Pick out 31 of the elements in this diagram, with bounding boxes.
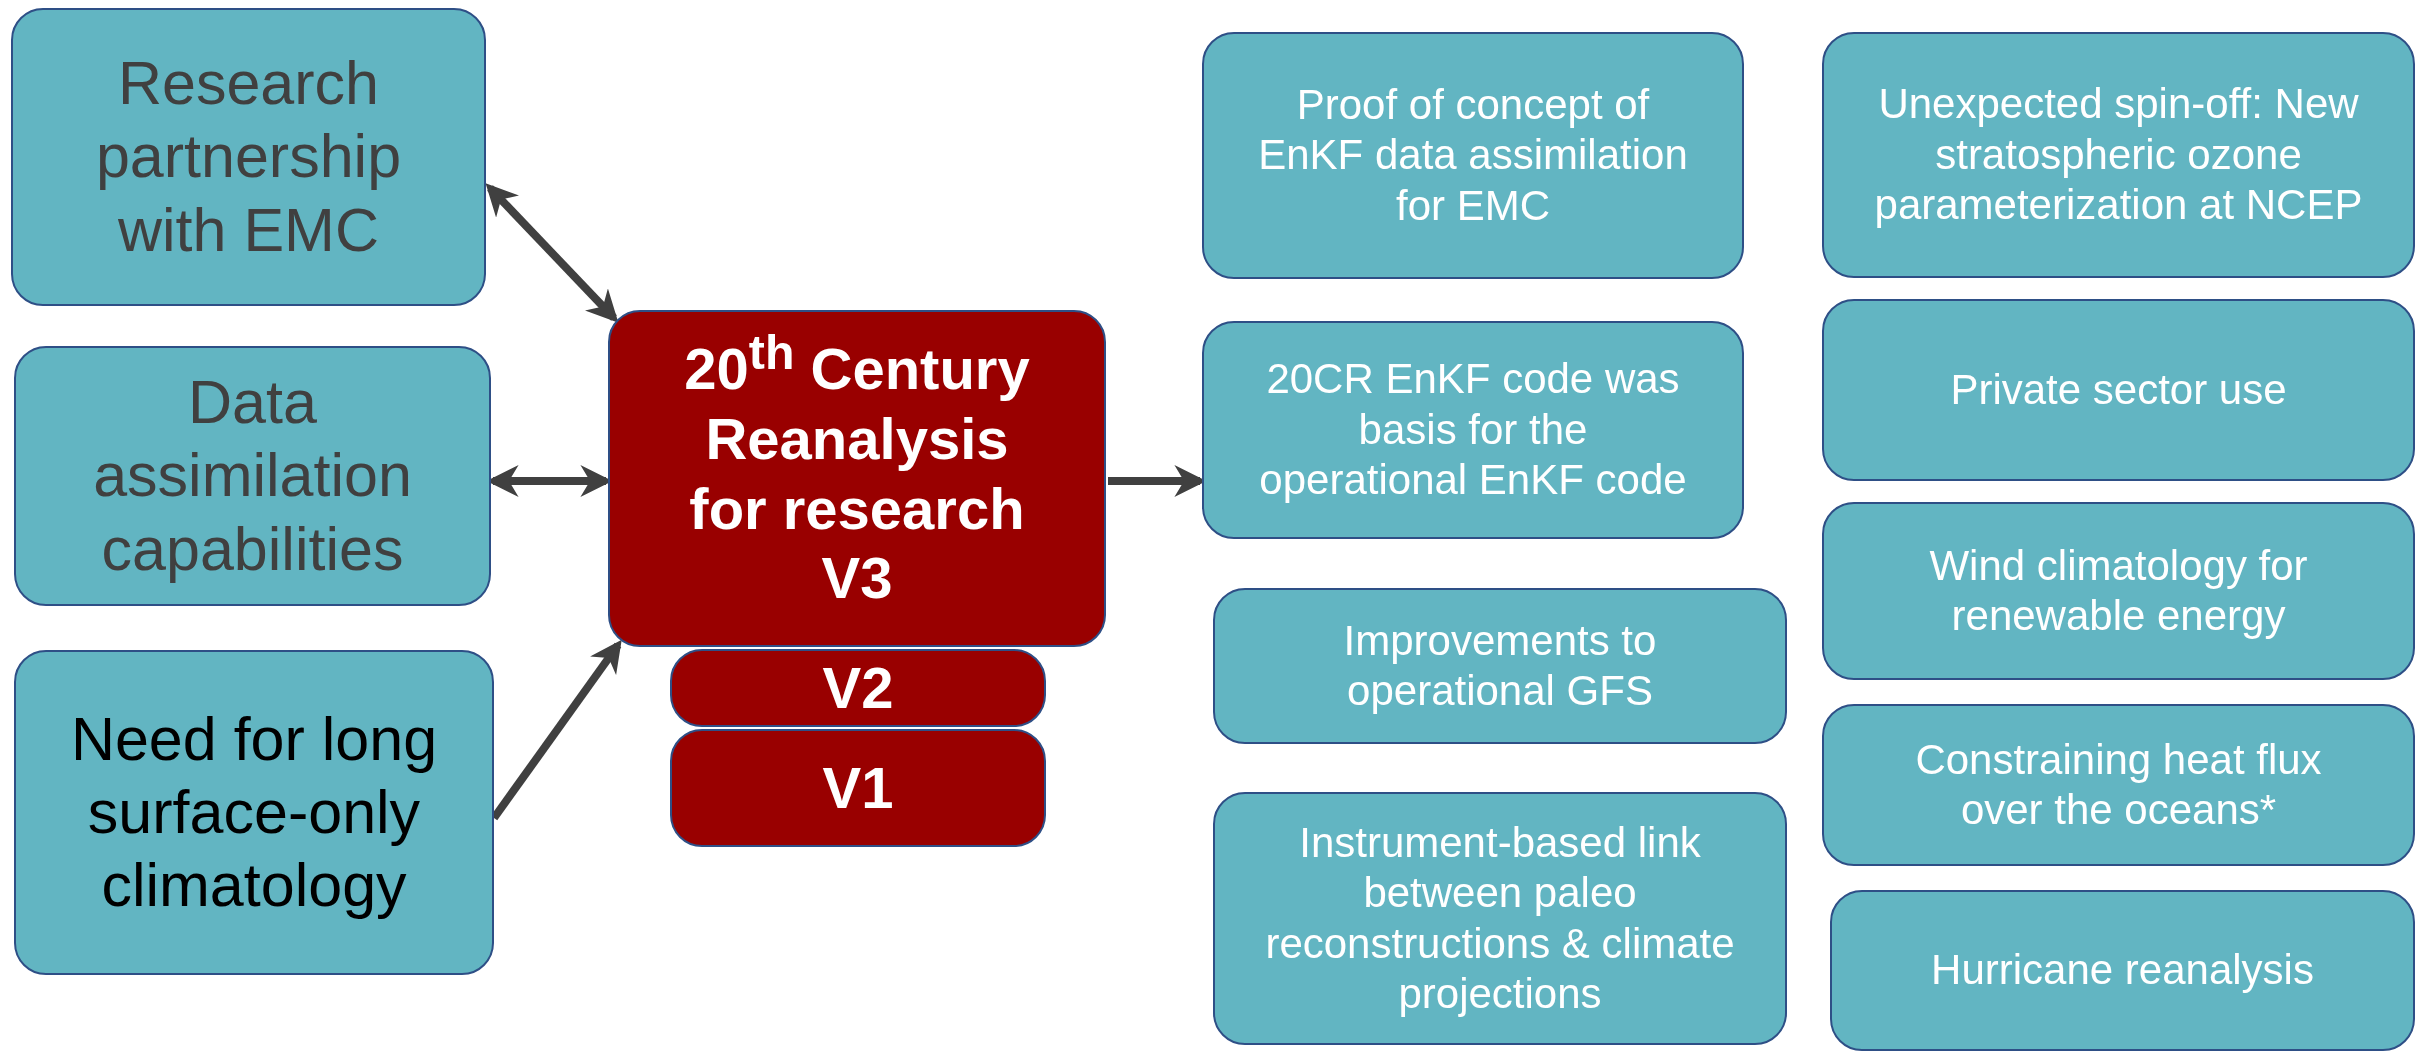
outcome-box [1822,32,2415,278]
outcome-box [1822,502,2415,680]
input-box [11,8,486,306]
node-label: Wind climatology for renewable energy [1928,540,2309,641]
node-label: Instrument-based link between paleo reconstructions & climate projections [1265,817,1735,1019]
node-label: Data assimilation capabilities [92,367,413,585]
node-label: Research partnership with EMC [94,48,403,266]
node-label: V1 [822,754,894,823]
version-box [670,729,1046,847]
reanalysis-box [608,310,1106,647]
node-label: Hurricane reanalysis [1931,945,2314,996]
outcome-box [1822,704,2415,866]
outcome-box [1822,299,2415,481]
node-label: Need for long surface-only climatology [69,703,439,922]
node-label: Unexpected spin-off: New stratospheric ozone parameterization at NCEP [1874,79,2363,231]
outcome-box [1202,32,1744,279]
node-label: 20CR EnKF code was basis for the operational EnKF code [1258,354,1688,506]
node-label: V2 [822,654,894,723]
input-box [14,650,494,975]
arrow [485,183,619,323]
node-label: 20$^{th}$ Century Reanalysis for research V3 [683,324,1031,613]
node-label: Constraining heat flux over the oceans* [1914,734,2323,835]
outcome-box [1830,890,2415,1051]
node-label: Improvements to operational GFS [1342,615,1658,716]
version-box [670,649,1046,727]
input-box [14,346,491,606]
outcome-box [1202,321,1744,539]
node-label: Proof of concept of EnKF data assimilation for EMC [1257,79,1689,231]
node-label: Private sector use [1950,364,2287,415]
outcome-box [1213,588,1787,744]
outcome-box [1213,792,1787,1045]
